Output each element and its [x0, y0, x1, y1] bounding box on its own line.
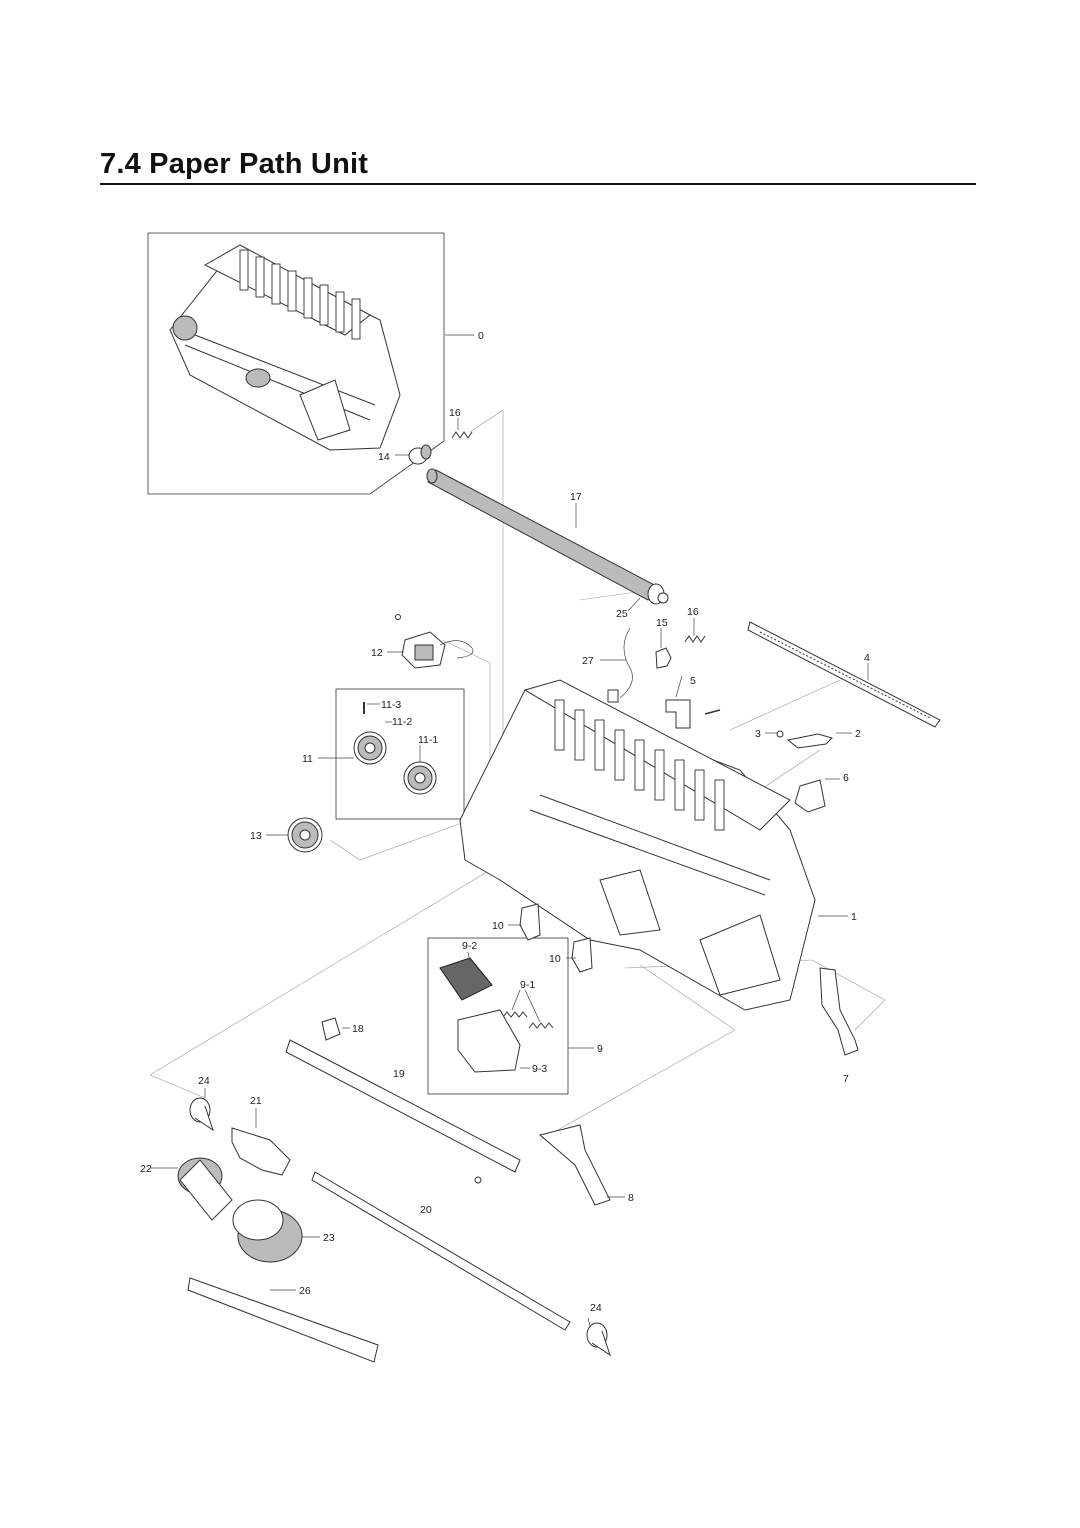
callout-9-2: 9-2: [462, 940, 477, 952]
gear-inset-box: [335, 688, 465, 820]
pad-inset-box: [427, 937, 569, 1095]
part-13-gear: [287, 817, 323, 853]
part-7-bracket: [819, 967, 859, 1056]
assembly-inset-box: [147, 232, 445, 495]
part-16-spring-mid: [684, 635, 706, 643]
part-3-screw: [776, 730, 784, 738]
callout-10-b: 10: [549, 953, 561, 965]
leader-lines: [150, 334, 869, 1327]
part-27-sensor: [607, 627, 633, 703]
part-4-bracket: [747, 621, 941, 728]
callout-20: 20: [420, 1204, 432, 1216]
part-19-rail: [285, 1039, 521, 1173]
title-rule: [100, 183, 976, 185]
part-21-holder: [231, 1127, 291, 1176]
callout-22: 22: [140, 1163, 152, 1175]
callout-4: 4: [864, 652, 870, 664]
callout-18: 18: [352, 1023, 364, 1035]
callout-27: 27: [582, 655, 594, 667]
part-18-clip: [321, 1017, 341, 1041]
callout-14: 14: [378, 451, 390, 463]
callout-3: 3: [755, 728, 761, 740]
callout-9-3: 9-3: [532, 1063, 547, 1075]
callout-0: 0: [478, 330, 484, 342]
callout-13: 13: [250, 830, 262, 842]
callout-10-a: 10: [492, 920, 504, 932]
part-1-main-frame: [459, 679, 816, 1011]
callout-16-mid: 16: [687, 606, 699, 618]
callout-12: 12: [371, 647, 383, 659]
part-10-lever-a: [519, 903, 541, 941]
callout-11-2: 11-2: [392, 716, 412, 728]
callout-16-top: 16: [449, 407, 461, 419]
assembly-0-illustration: [169, 244, 401, 451]
callout-8: 8: [628, 1192, 634, 1204]
part-11-gears: [353, 702, 437, 795]
callout-26: 26: [299, 1285, 311, 1297]
callout-23: 23: [323, 1232, 335, 1244]
callout-9-1: 9-1: [520, 979, 535, 991]
callout-19: 19: [393, 1068, 405, 1080]
callout-17: 17: [570, 491, 582, 503]
callout-9: 9: [597, 1043, 603, 1055]
part-16-spring-top: [451, 431, 473, 439]
callout-11: 11: [302, 753, 313, 765]
part-24-bushing-a: [189, 1097, 214, 1132]
part-5-bracket: [665, 699, 691, 729]
part-20-shaft: [311, 1171, 571, 1331]
part-23-rubber: [232, 1199, 303, 1263]
callout-1: 1: [851, 911, 857, 923]
part-12-solenoid: [395, 614, 474, 669]
callout-6: 6: [843, 772, 849, 784]
callout-11-3: 11-3: [381, 699, 401, 711]
part-10-lever-b: [571, 937, 593, 973]
callout-2: 2: [855, 728, 861, 740]
part-15-holder: [655, 647, 672, 669]
callout-5: 5: [690, 675, 696, 687]
part-2-lever: [786, 733, 833, 749]
part-14-bushing: [408, 444, 432, 465]
callout-24-bottom: 24: [590, 1302, 602, 1314]
part-8-bracket: [538, 1124, 611, 1206]
part-9-2-pad: [439, 957, 493, 1001]
part-26-guide: [187, 1277, 379, 1363]
callout-24-top: 24: [198, 1075, 210, 1087]
callout-25: 25: [616, 608, 628, 620]
part-9-3-holder: [457, 1009, 521, 1073]
part-24-bushing-b: [586, 1322, 611, 1357]
callout-15: 15: [656, 617, 668, 629]
projection-guides: [149, 409, 886, 1141]
page-title: 7.4 Paper Path Unit: [100, 148, 369, 180]
callout-7: 7: [843, 1073, 849, 1085]
part-9-1-springs: [502, 1011, 554, 1029]
part-6-bracket: [794, 779, 826, 813]
callout-21: 21: [250, 1095, 262, 1107]
part-17-roller: [426, 468, 669, 605]
part-22-core: [177, 1157, 233, 1221]
callout-11-1: 11-1: [418, 734, 438, 746]
